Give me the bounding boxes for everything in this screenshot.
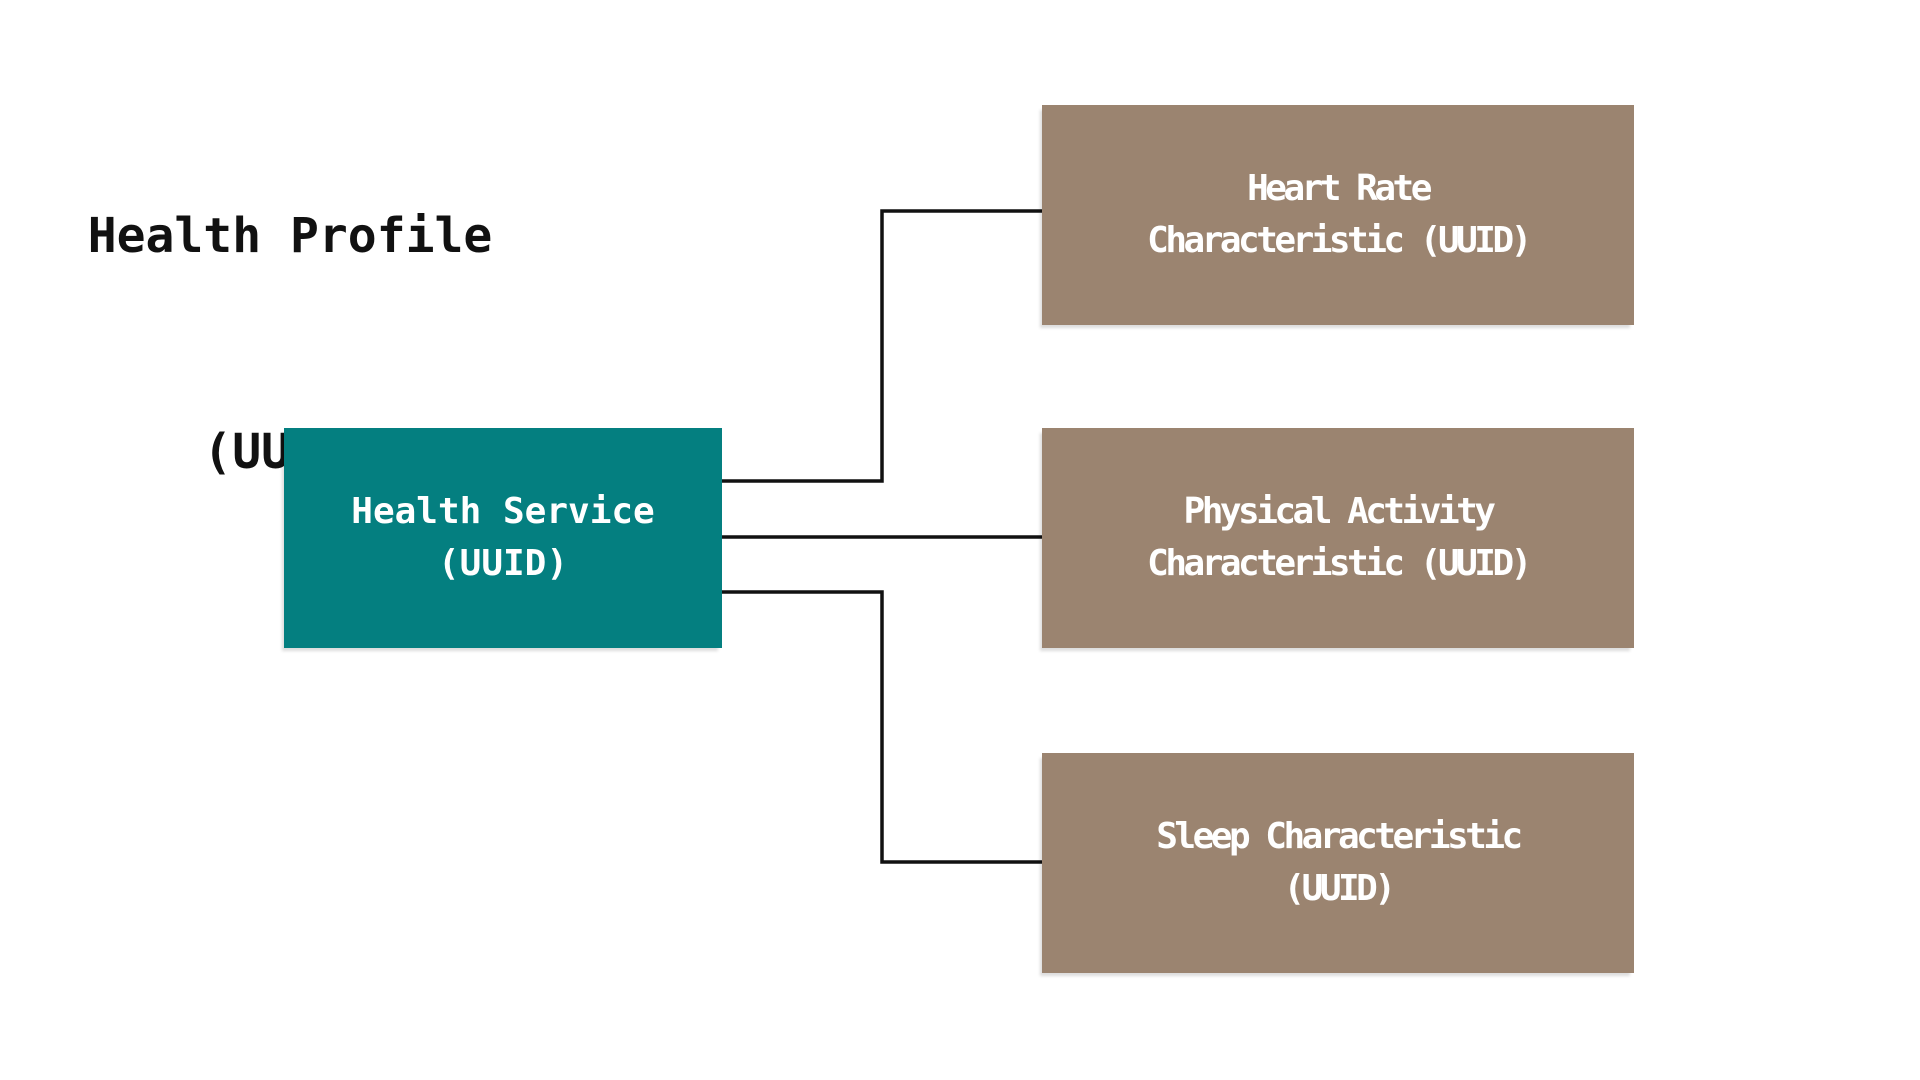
node-heart-rate-characteristic: Heart Rate Characteristic (UUID) (1042, 105, 1634, 325)
node-label-line1: Sleep Characteristic (1156, 816, 1523, 857)
node-label-line1: Health Service (351, 491, 655, 532)
node-physical-activity-characteristic: Physical Activity Characteristic (UUID) (1042, 428, 1634, 648)
connector-sleep (722, 590, 1042, 864)
connector-heart-rate (722, 209, 1042, 483)
node-label-line1: Heart Rate (1247, 168, 1432, 209)
node-label-line2: (UUID) (1283, 868, 1396, 909)
node-label-line1: Physical Activity (1183, 491, 1496, 532)
node-label-line2: (UUID) (437, 543, 569, 584)
node-sleep-characteristic: Sleep Characteristic (UUID) (1042, 753, 1634, 973)
node-label-line2: Characteristic (UUID) (1147, 220, 1532, 261)
node-health-service: Health Service (UUID) (284, 428, 722, 648)
diagram-title-line1: Health Profile (87, 208, 493, 264)
node-label-line2: Characteristic (UUID) (1147, 543, 1532, 584)
